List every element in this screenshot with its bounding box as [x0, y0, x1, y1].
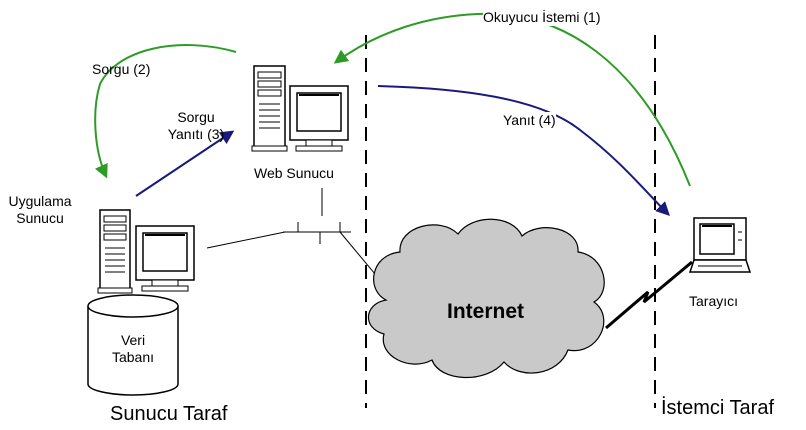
database-label: Veri Tabanı	[96, 332, 170, 366]
response-arrow	[377, 85, 670, 216]
query-answer-arrow	[135, 130, 235, 197]
cloud-icon	[367, 218, 605, 379]
query-answer-line1: Sorgu	[177, 109, 215, 125]
response-label: Yanıt (4)	[503, 112, 556, 129]
web-server-label: Web Sunucu	[254, 165, 334, 181]
client-side-label: İstemci Taraf	[661, 397, 774, 419]
browser-label: Tarayıcı	[689, 293, 739, 309]
database-cylinder-icon	[87, 294, 179, 396]
laptop-icon	[688, 217, 752, 273]
query-arrow	[94, 44, 237, 179]
app-server-label: Uygulama Sunucu	[4, 193, 76, 227]
lightning-link-icon	[605, 260, 693, 330]
app-server-tower-icon	[97, 209, 133, 294]
app-server-line1: Uygulama	[8, 193, 72, 209]
app-server-line2: Sunucu	[16, 210, 64, 226]
database-line2: Tabanı	[111, 349, 155, 365]
app-server-monitor-icon	[135, 225, 195, 292]
network-hub	[206, 188, 391, 293]
web-server-monitor-icon	[289, 85, 349, 152]
web-server-tower-icon	[251, 65, 288, 152]
query-label: Sorgu (2)	[92, 61, 151, 77]
internet-label: Internet	[447, 300, 525, 323]
server-side-label: Sunucu Taraf	[110, 403, 228, 425]
client-request-label: Okuyucu İstemi (1)	[483, 9, 601, 26]
query-answer-line2: Yanıtı (3)	[167, 126, 225, 142]
query-answer-label: Sorgu Yanıtı (3)	[158, 109, 234, 143]
database-line1: Veri	[120, 332, 146, 348]
